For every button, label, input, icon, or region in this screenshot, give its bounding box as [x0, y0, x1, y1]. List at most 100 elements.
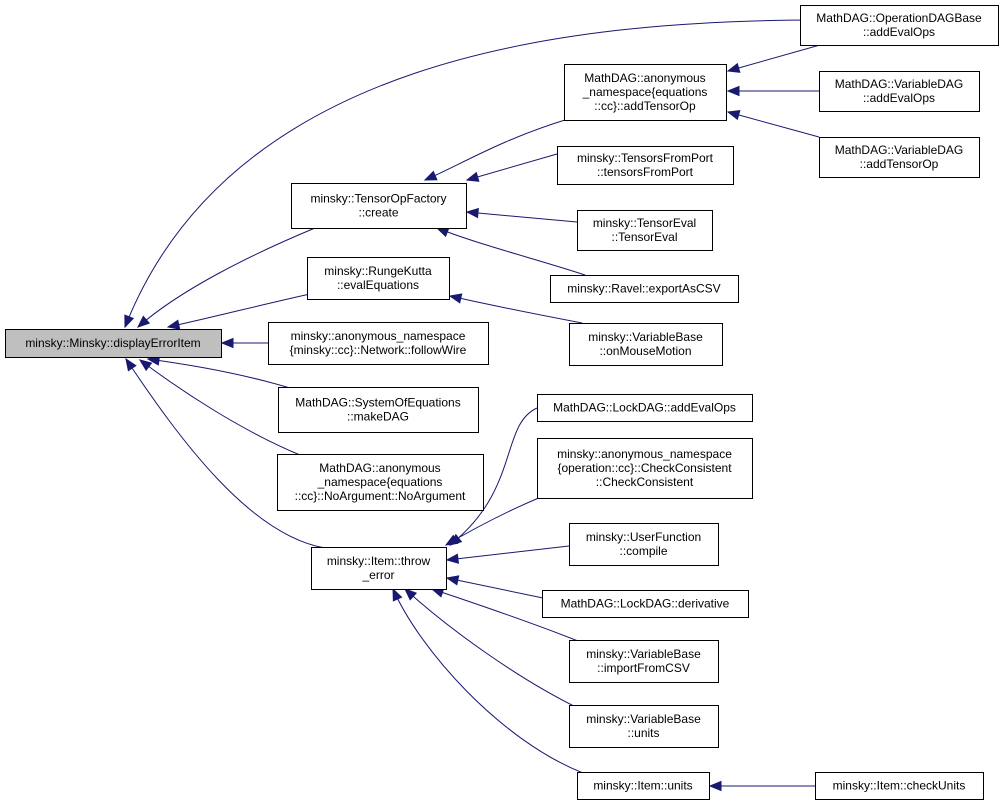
root-node[interactable]: minsky::Minsky::displayErrorItem	[5, 329, 222, 358]
node-label-line: MathDAG::OperationDAGBase	[816, 11, 982, 25]
nodes-layer: minsky::Minsky::displayErrorItemMathDAG:…	[5, 5, 999, 800]
node-box	[577, 210, 713, 251]
node-label-line: ::cc}::NoArgument::NoArgument	[295, 489, 466, 503]
arrow-head-icon	[124, 314, 135, 329]
arrow-head-icon	[708, 780, 722, 792]
function-node-rungeKutta[interactable]: minsky::RungeKutta::evalEquations	[307, 257, 450, 300]
node-box	[819, 71, 980, 112]
edge-importFromCSV-to-throwError	[430, 587, 579, 642]
arrow-head-icon	[465, 171, 480, 182]
arrow-head-icon	[125, 357, 137, 372]
edge-noArgument-to-root	[138, 359, 301, 456]
edge-line	[125, 358, 326, 549]
function-node-lockDerivative[interactable]: MathDAG::LockDAG::derivative	[542, 590, 749, 618]
function-node-tensorOpCreate[interactable]: minsky::TensorOpFactory::create	[291, 183, 467, 229]
node-box	[5, 329, 222, 358]
edge-line	[446, 577, 544, 599]
node-box	[564, 64, 727, 121]
function-node-userFnCompile[interactable]: minsky::UserFunction::compile	[569, 523, 719, 566]
edge-line	[147, 358, 291, 389]
node-label-line: _namespace{equations	[582, 85, 708, 99]
edge-tensorOpCreate-to-root	[137, 227, 316, 328]
function-node-makeDAG[interactable]: MathDAG::SystemOfEquations::makeDAG	[278, 387, 479, 433]
function-node-anonAddTensorOp[interactable]: MathDAG::anonymous_namespace{equations::…	[564, 64, 727, 121]
node-label-line: ::addTensorOp	[860, 157, 939, 171]
function-node-onMouseMotion[interactable]: minsky::VariableBase::onMouseMotion	[569, 323, 723, 366]
node-label-line: {operation::cc}::CheckConsistent	[557, 461, 732, 475]
node-label-line: ::create	[358, 206, 398, 220]
edge-line	[392, 588, 584, 774]
edge-anonAddTensorOp-to-tensorOpCreate	[423, 119, 566, 181]
edge-line	[449, 295, 583, 324]
node-label-line: minsky::Item::units	[593, 779, 692, 793]
function-node-varDagAddTensor[interactable]: MathDAG::VariableDAG::addTensorOp	[819, 137, 980, 178]
edge-itemUnits-to-throwError	[392, 587, 584, 774]
arrow-head-icon	[423, 170, 438, 181]
node-label-line: minsky::anonymous_namespace	[291, 329, 466, 343]
node-label-line: minsky::RungeKutta	[324, 264, 432, 278]
node-box	[278, 387, 479, 433]
node-label-line: ::importFromCSV	[597, 661, 690, 675]
edge-line	[124, 19, 822, 328]
node-box	[569, 705, 719, 748]
arrow-head-icon	[220, 337, 234, 349]
node-label-line: ::TensorEval	[611, 230, 677, 244]
edge-tensorsFromPort-to-tensorOpCreate	[465, 153, 558, 182]
edge-line	[431, 588, 579, 642]
function-node-opDagAddEval[interactable]: MathDAG::OperationDAGBase::addEvalOps	[800, 5, 999, 46]
node-label-line: MathDAG::LockDAG::derivative	[561, 597, 730, 611]
function-node-itemUnits[interactable]: minsky::Item::units	[577, 772, 710, 800]
node-box	[268, 322, 489, 365]
arrow-head-icon	[445, 553, 460, 564]
edge-line	[404, 588, 581, 710]
arrow-head-icon	[445, 575, 460, 586]
node-label-line: minsky::anonymous_namespace	[557, 447, 732, 461]
node-box	[550, 275, 739, 303]
edge-throwError-to-root	[125, 357, 326, 549]
function-node-varDagAddEval[interactable]: MathDAG::VariableDAG::addEvalOps	[819, 71, 980, 112]
edge-line	[449, 407, 538, 546]
function-node-checkUnits[interactable]: minsky::Item::checkUnits	[815, 772, 984, 800]
edge-line	[466, 153, 558, 181]
edge-followWire-to-root	[220, 337, 268, 349]
node-box	[537, 394, 753, 422]
node-label-line: ::tensorsFromPort	[597, 165, 694, 179]
function-node-importFromCSV[interactable]: minsky::VariableBase::importFromCSV	[569, 640, 719, 683]
node-box	[277, 454, 484, 511]
arrow-head-icon	[166, 319, 181, 330]
function-node-tensorEval[interactable]: minsky::TensorEval::TensorEval	[577, 210, 713, 251]
function-node-varBaseUnits[interactable]: minsky::VariableBase::units	[569, 705, 719, 748]
arrow-head-icon	[137, 315, 151, 328]
edge-checkConsistent-to-throwError	[444, 496, 542, 546]
function-node-tensorsFromPort[interactable]: minsky::TensorsFromPort::tensorsFromPort	[557, 146, 734, 185]
function-node-noArgument[interactable]: MathDAG::anonymous_namespace{equations::…	[277, 454, 484, 511]
edge-onMouseMotion-to-rungeKutta	[448, 293, 583, 324]
arrow-head-icon	[726, 109, 741, 121]
edge-rungeKutta-to-root	[166, 293, 311, 330]
node-box	[815, 772, 984, 800]
node-label-line: _namespace{equations	[317, 475, 443, 489]
node-label-line: ::evalEquations	[337, 278, 419, 292]
node-label-line: MathDAG::SystemOfEquations	[295, 396, 460, 410]
edges-layer	[124, 19, 822, 792]
node-box	[569, 323, 723, 366]
function-node-lockAddEval[interactable]: MathDAG::LockDAG::addEvalOps	[537, 394, 753, 422]
node-box	[311, 547, 447, 590]
edge-opDagAddEval-to-root	[124, 19, 822, 329]
edge-lockDerivative-to-throwError	[445, 575, 544, 599]
function-node-ravelExport[interactable]: minsky::Ravel::exportAsCSV	[550, 275, 739, 303]
arrow-head-icon	[392, 587, 403, 602]
node-label-line: ::units	[627, 726, 659, 740]
function-node-throwError[interactable]: minsky::Item::throw_error	[311, 547, 447, 590]
function-node-checkConsistent[interactable]: minsky::anonymous_namespace{operation::c…	[537, 438, 753, 499]
edge-opDagAddEval-to-anonAddTensorOp	[726, 44, 821, 73]
node-label-line: minsky::VariableBase	[588, 330, 703, 344]
node-label-line: MathDAG::VariableDAG	[835, 77, 964, 91]
node-label-line: minsky::TensorEval	[593, 216, 696, 230]
node-box	[819, 137, 980, 178]
node-label-line: minsky::Ravel::exportAsCSV	[567, 282, 720, 296]
edge-line	[446, 545, 570, 561]
function-node-followWire[interactable]: minsky::anonymous_namespace{minsky::cc}:…	[268, 322, 489, 365]
arrow-head-icon	[444, 534, 459, 546]
